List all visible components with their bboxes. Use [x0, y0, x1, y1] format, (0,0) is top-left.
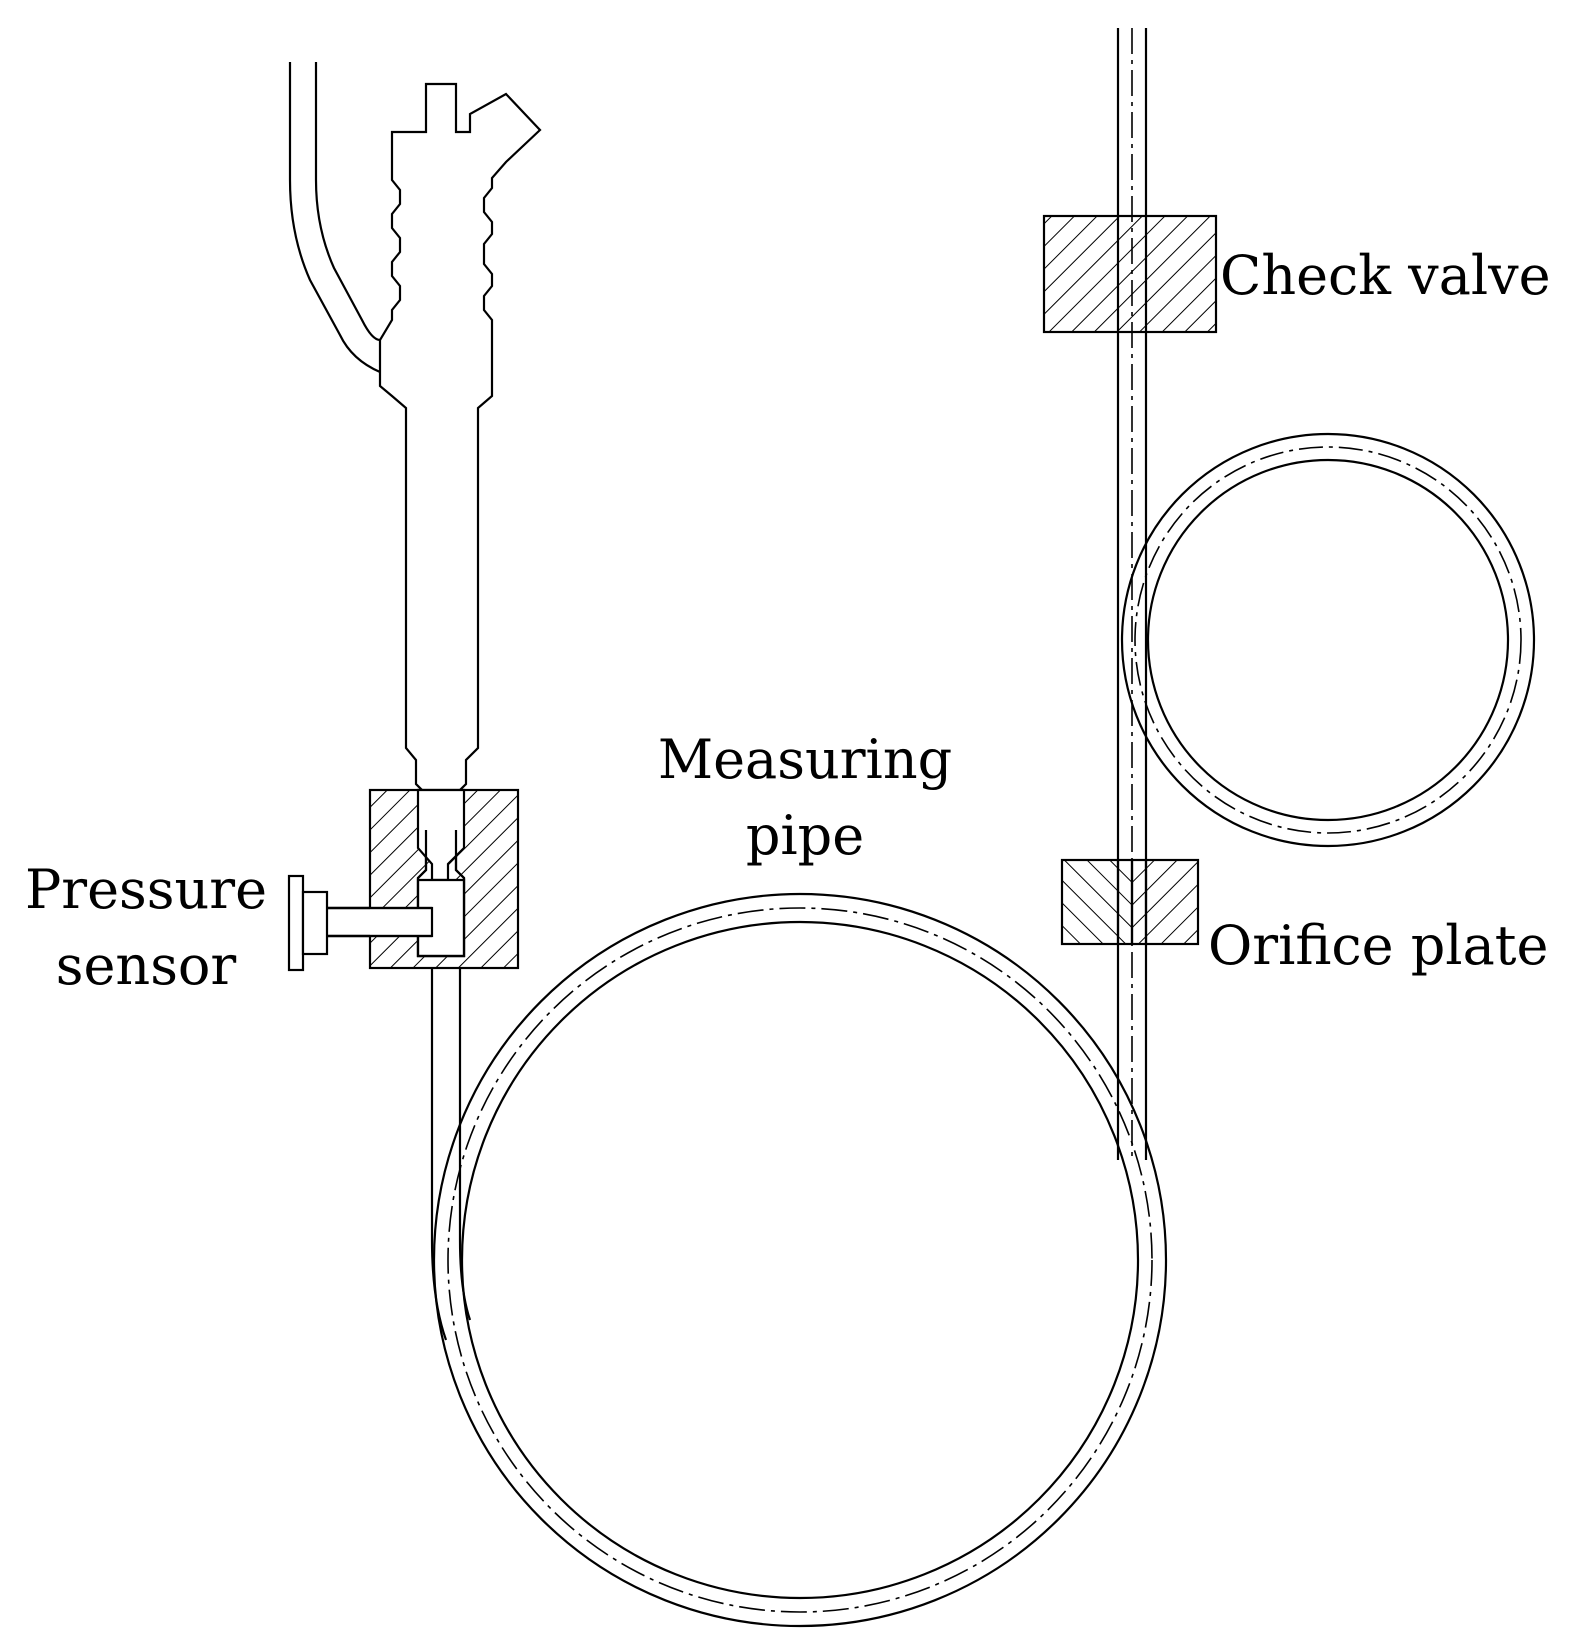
measuring-pipe-label-line1: Measuring [657, 728, 953, 791]
pressure-sensor-label: Pressure sensor [14, 852, 278, 1004]
check-valve-label-text: Check valve [1220, 244, 1551, 307]
check-valve [1042, 214, 1218, 334]
measuring-pipe-label: Measuring pipe [640, 722, 970, 874]
check-valve-label: Check valve [1220, 238, 1551, 314]
pressure-sensor-label-line2: sensor [55, 934, 237, 997]
measuring-pipe-coil [430, 892, 1168, 1628]
sensor-block [324, 788, 520, 970]
measuring-pipe-label-line2: pipe [745, 804, 865, 867]
orifice-plate-label-text: Orifice plate [1208, 914, 1549, 977]
block-outlet-pipe [430, 968, 462, 1240]
orifice-plate-label: Orifice plate [1208, 908, 1548, 984]
pressure-sensor-label-line1: Pressure [24, 858, 268, 921]
injector-body [378, 82, 542, 840]
upper-coil [1120, 432, 1536, 848]
orifice-plate [1060, 858, 1200, 946]
inlet-pipe [288, 62, 381, 374]
pressure-sensor [287, 874, 370, 972]
right-vertical-pipe [1116, 28, 1148, 1160]
